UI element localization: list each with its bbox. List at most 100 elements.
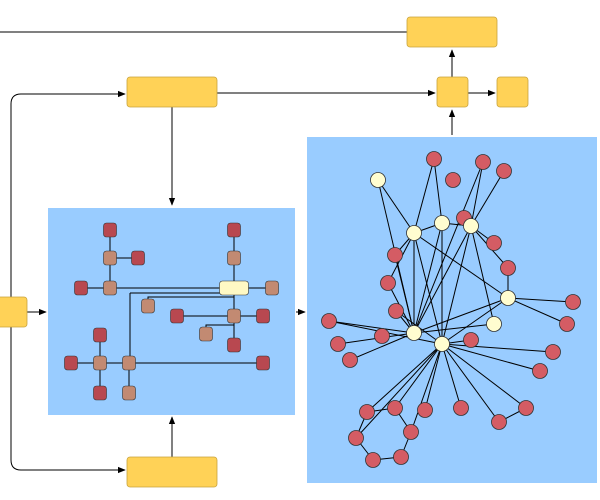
hierarchy-node: [256, 308, 270, 324]
hierarchy-node: [93, 385, 107, 401]
merge-box: [436, 76, 469, 108]
network-node-red: [475, 154, 491, 170]
hierarchy-node: [93, 355, 107, 371]
network-node-red: [387, 247, 403, 263]
hierarchy-node: [227, 337, 241, 353]
hierarchy-node: [170, 308, 184, 324]
network-edge: [424, 343, 443, 411]
network-node-red: [545, 344, 561, 360]
network-node-light: [406, 225, 422, 241]
network-node-red: [486, 235, 502, 251]
network-edge: [394, 343, 443, 409]
process-boxes: [0, 16, 529, 488]
hierarchy-node: [103, 222, 117, 238]
input-box: [0, 296, 28, 328]
network-edge: [441, 343, 554, 353]
network-edge: [366, 343, 443, 413]
hierarchy-node: [122, 385, 136, 401]
network-edge: [413, 323, 495, 334]
hierarchy-root-node: [219, 280, 249, 296]
hierarchy-node: [131, 250, 145, 266]
network-edge: [441, 297, 509, 345]
network-node-red: [491, 414, 507, 430]
small-output-box: [496, 76, 529, 108]
network-edge: [413, 232, 443, 345]
network-edge: [413, 297, 509, 334]
network-node-red: [445, 172, 461, 188]
network-node-red: [426, 151, 442, 167]
network-edge: [355, 343, 443, 439]
network-node-red: [496, 163, 512, 179]
network-node-red: [359, 404, 375, 420]
network-node-red: [374, 328, 390, 344]
network-edge: [441, 225, 472, 345]
top-process-box: [126, 76, 218, 108]
network-edge: [441, 343, 541, 372]
hierarchy-node: [74, 280, 88, 296]
left-to-top-box-arrow: [10, 90, 126, 297]
network-edge: [470, 161, 484, 227]
network-edge: [507, 297, 574, 303]
network-edge: [328, 320, 415, 334]
bottom-process-box: [126, 456, 218, 488]
network-node-light: [463, 218, 479, 234]
hierarchy-node: [227, 250, 241, 266]
network-node-red: [380, 275, 396, 291]
hierarchy-node: [227, 222, 241, 238]
hierarchy-node: [199, 326, 213, 342]
network-node-light: [434, 215, 450, 231]
network-edge: [413, 232, 509, 299]
network-node-red: [388, 303, 404, 319]
network-node-red: [387, 400, 403, 416]
hierarchy-node: [256, 355, 270, 371]
network-edge: [470, 170, 505, 227]
network-node-red: [393, 449, 409, 465]
network-node-light: [486, 316, 502, 332]
network-edge: [349, 332, 415, 361]
hierarchy-node: [64, 355, 78, 371]
hierarchy-graph: [64, 222, 279, 401]
network-edge: [433, 158, 443, 224]
network-node-red: [330, 336, 346, 352]
network-node-red: [403, 424, 419, 440]
hierarchy-node: [227, 308, 241, 324]
hierarchy-node: [103, 250, 117, 266]
output-box: [406, 16, 498, 48]
network-node-light: [406, 325, 422, 341]
hierarchy-node: [93, 327, 107, 343]
network-edge: [377, 179, 415, 234]
network-edge: [507, 297, 568, 325]
hierarchy-node: [103, 280, 117, 296]
network-edge: [441, 343, 527, 409]
network-edge: [470, 225, 495, 325]
network-edge: [413, 225, 472, 334]
network-edge: [413, 222, 443, 334]
network-graph: [321, 151, 581, 468]
network-node-red: [559, 316, 575, 332]
network-edge: [413, 161, 484, 334]
network-node-red: [321, 313, 337, 329]
network-node-red: [417, 402, 433, 418]
network-node-red: [518, 400, 534, 416]
network-node-red: [532, 363, 548, 379]
network-edge: [410, 343, 443, 433]
network-node-red: [342, 352, 358, 368]
network-node-red: [565, 294, 581, 310]
hierarchy-node: [141, 298, 155, 314]
network-node-red: [453, 400, 469, 416]
hierarchy-node: [122, 355, 136, 371]
network-node-light: [434, 336, 450, 352]
network-edge: [413, 158, 435, 234]
network-node-red: [348, 430, 364, 446]
left-to-bottom-box-arrow: [10, 327, 126, 474]
network-panel: [307, 137, 597, 483]
flow-connectors: [0, 31, 496, 474]
network-edges: [328, 158, 574, 461]
network-node-red: [500, 260, 516, 276]
network-nodes: [321, 151, 581, 468]
network-edge: [441, 343, 500, 423]
network-node-red: [463, 332, 479, 348]
hierarchy-nodes: [64, 222, 279, 401]
network-node-red: [365, 452, 381, 468]
